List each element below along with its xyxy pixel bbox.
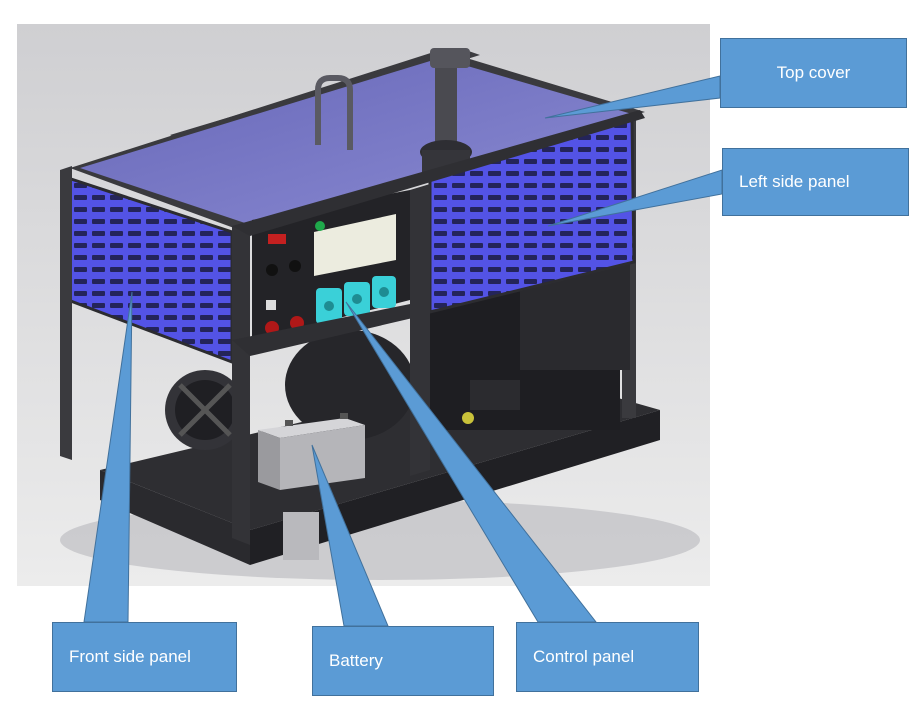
battery-unit xyxy=(258,413,365,490)
top-cover-label-text: Top cover xyxy=(776,63,851,82)
left-side-panel-label-text: Left side panel xyxy=(739,172,850,191)
callout-arrows xyxy=(83,75,723,627)
top-cover-label: Top cover xyxy=(720,38,907,108)
control-panel-label: Control panel xyxy=(516,622,699,692)
control-panel-unit xyxy=(252,190,410,340)
left-side-panel-label: Left side panel xyxy=(722,148,909,216)
control-panel-label-text: Control panel xyxy=(533,647,635,666)
front-side-panel-label: Front side panel xyxy=(52,622,237,692)
battery-label: Battery xyxy=(312,626,494,696)
battery-label-text: Battery xyxy=(329,651,383,670)
front-side-panel-label-text: Front side panel xyxy=(69,647,191,666)
lifting-handle xyxy=(315,75,353,150)
exhaust-pipe xyxy=(420,48,472,172)
top-cover xyxy=(70,50,645,232)
